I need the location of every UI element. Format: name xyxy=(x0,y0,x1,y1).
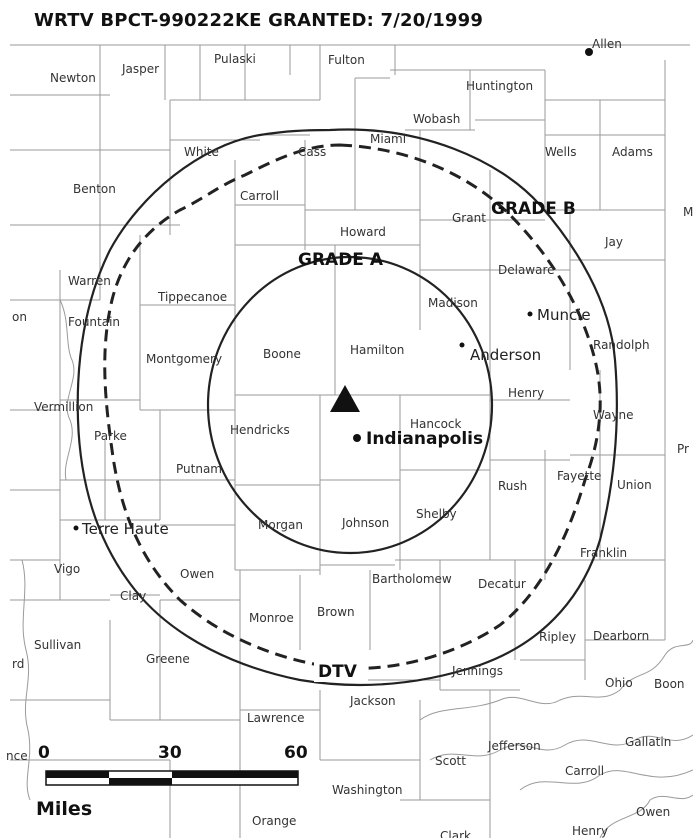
county-label: Morgan xyxy=(258,518,303,532)
county-label: M xyxy=(683,205,693,219)
grade-b-label: GRADE B xyxy=(491,199,576,219)
indianapolis-dot-icon xyxy=(353,434,361,442)
terre-haute-dot-icon xyxy=(73,525,79,531)
county-label: nce xyxy=(6,749,28,763)
county-label: Wayne xyxy=(593,408,634,422)
grade-a-label: GRADE A xyxy=(298,250,384,270)
county-borders xyxy=(10,44,693,838)
county-labels: Newton Jasper Pulaski Fulton Huntington … xyxy=(6,52,693,838)
scale-bar-segment xyxy=(172,771,298,778)
county-label: Carroll xyxy=(240,189,279,203)
city-label-allen: Allen xyxy=(592,37,622,51)
county-label: Jasper xyxy=(121,62,159,76)
county-label: Pulaski xyxy=(214,52,256,66)
transmitter-triangle-icon xyxy=(330,385,360,412)
county-label: Orange xyxy=(252,814,296,828)
county-label: Jay xyxy=(604,235,623,249)
county-label: Gallatin xyxy=(625,735,671,749)
city-label-indianapolis: Indianapolis xyxy=(366,429,483,449)
county-label: Union xyxy=(617,478,652,492)
city-label-muncie: Muncie xyxy=(537,306,591,324)
city-label-terre-haute: Terre Haute xyxy=(81,520,169,538)
county-label: Fayette xyxy=(557,469,601,483)
county-label: Henry xyxy=(508,386,544,400)
dtv-label: DTV xyxy=(318,662,358,682)
county-label: White xyxy=(184,145,219,159)
county-label: Ohio xyxy=(605,676,633,690)
county-label: Delaware xyxy=(498,263,555,277)
county-label: on xyxy=(12,310,27,324)
county-label: Jackson xyxy=(349,694,396,708)
county-label: Franklin xyxy=(580,546,627,560)
county-label: Miami xyxy=(370,132,406,146)
county-label: Greene xyxy=(146,652,190,666)
city-label-anderson: Anderson xyxy=(470,346,541,364)
anderson-dot-icon xyxy=(459,342,465,348)
county-label: Grant xyxy=(452,211,486,225)
county-label: Henry xyxy=(572,824,608,838)
dtv-label-background xyxy=(314,660,368,682)
county-label: Howard xyxy=(340,225,386,239)
county-label: Washington xyxy=(332,783,403,797)
county-label: Monroe xyxy=(249,611,294,625)
scale-bar-segment xyxy=(109,778,172,785)
grade-b-contour xyxy=(76,128,618,687)
map-title: WRTV BPCT-990222KE GRANTED: 7/20/1999 xyxy=(34,10,484,31)
county-label: Owen xyxy=(180,567,214,581)
county-label: Brown xyxy=(317,605,355,619)
county-label: Madison xyxy=(428,296,478,310)
county-label: Vermillion xyxy=(34,400,93,414)
county-label: Boone xyxy=(263,347,301,361)
county-label: Montgomery xyxy=(146,352,222,366)
county-label: Hendricks xyxy=(230,423,290,437)
allen-dot-icon xyxy=(585,48,593,56)
county-label: Carroll xyxy=(565,764,604,778)
county-label: Adams xyxy=(612,145,653,159)
county-label: Scott xyxy=(435,754,466,768)
county-label: Vigo xyxy=(54,562,80,576)
county-label: Johnson xyxy=(341,516,389,530)
scale-bar-segment xyxy=(46,771,109,778)
county-label: Hancock xyxy=(410,417,462,431)
county-label: Boon xyxy=(654,677,685,691)
muncie-dot-icon xyxy=(527,311,533,317)
county-label: Warren xyxy=(68,274,111,288)
county-label: rd xyxy=(12,657,24,671)
county-label: Parke xyxy=(94,429,127,443)
scale-bar: 0 30 60 Miles xyxy=(36,743,308,820)
county-label: Clay xyxy=(120,589,146,603)
scale-tick-30: 30 xyxy=(158,743,182,763)
county-label: Hamilton xyxy=(350,343,404,357)
county-label: Jennings xyxy=(451,664,503,678)
county-label: Wells xyxy=(545,145,576,159)
grade-a-contour xyxy=(206,255,494,555)
county-label: Tippecanoe xyxy=(157,290,227,304)
county-label: Wobash xyxy=(413,112,460,126)
county-label: Randolph xyxy=(593,338,650,352)
county-label: Fulton xyxy=(328,53,365,67)
county-label: Clark xyxy=(440,829,471,838)
county-label: Newton xyxy=(50,71,96,85)
county-label: Ripley xyxy=(539,630,576,644)
county-label: Sullivan xyxy=(34,638,81,652)
county-label: Bartholomew xyxy=(372,572,452,586)
county-label: Fountain xyxy=(68,315,120,329)
county-label: Benton xyxy=(73,182,116,196)
county-label: Shelby xyxy=(416,507,457,521)
county-label: Lawrence xyxy=(247,711,305,725)
county-label: Cass xyxy=(298,145,326,159)
scale-tick-0: 0 xyxy=(38,743,50,763)
scale-unit-label: Miles xyxy=(36,798,92,820)
scale-tick-60: 60 xyxy=(284,743,308,763)
county-label: Huntington xyxy=(466,79,533,93)
county-label: Decatur xyxy=(478,577,526,591)
county-label: Rush xyxy=(498,479,527,493)
county-label: Owen xyxy=(636,805,670,819)
county-label: Jefferson xyxy=(487,739,541,753)
county-label: Putnam xyxy=(176,462,222,476)
county-label: Dearborn xyxy=(593,629,649,643)
county-label: Pr xyxy=(677,442,689,456)
